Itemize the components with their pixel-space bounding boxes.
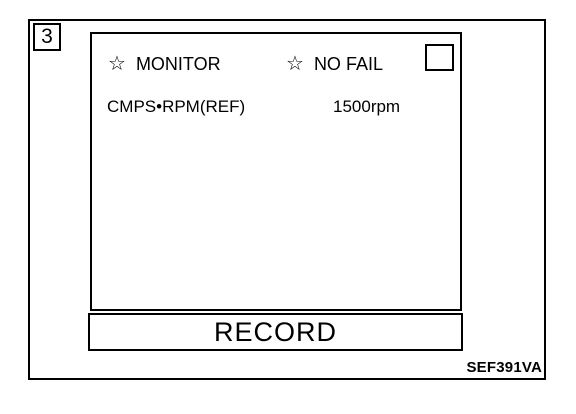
cmps-rpm-ref-label: CMPS•RPM(REF) [107,97,246,116]
star-icon: ☆ [286,53,304,75]
monitor-header: ☆ MONITOR [108,49,221,79]
figure-code: SEF391VA [466,359,542,376]
star-icon: ☆ [108,53,126,75]
no-fail-header: ☆ NO FAIL [286,49,383,79]
no-fail-checkbox[interactable] [425,44,454,71]
consult-screen [90,32,462,311]
step-number-badge: 3 [33,23,61,51]
monitor-label: MONITOR [135,53,221,74]
no-fail-label: NO FAIL [313,53,383,74]
cmps-rpm-ref-value: 1500rpm [333,97,401,116]
record-button[interactable]: RECORD [88,313,463,351]
figure-frame [28,19,546,380]
monitor-data-row: CMPS•RPM(REF) 1500rpm [107,97,447,123]
